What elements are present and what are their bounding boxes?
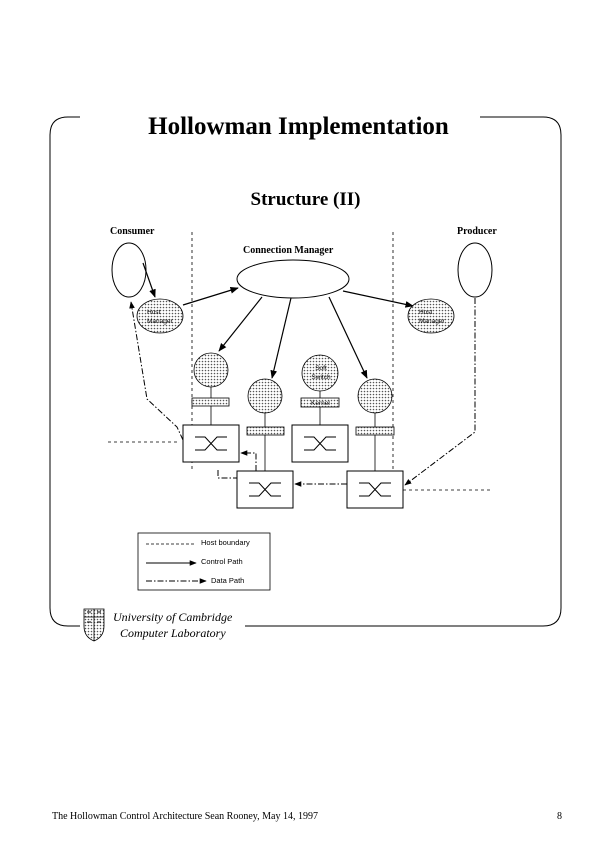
consumer-label: Consumer <box>110 226 155 237</box>
institution-line2: Computer Laboratory <box>120 626 226 640</box>
slide-subtitle: Structure (II) <box>250 189 361 210</box>
host-manager-line1: Host <box>419 309 433 316</box>
legend-data-path: Data Path <box>211 576 245 585</box>
switch-controller-4 <box>357 378 393 414</box>
switch-box-1 <box>182 424 240 463</box>
institution-name: University of Cambridge Computer Laborat… <box>113 609 232 641</box>
soft-switch-line1: Soft <box>315 365 327 372</box>
consumer-node <box>111 242 147 298</box>
connection-manager-label: Connection Manager <box>243 245 334 256</box>
switch-box-soft <box>291 424 349 463</box>
producer-label: Producer <box>457 226 497 237</box>
host-manager-producer-label: Host Manager <box>419 308 445 326</box>
switch-controller-2 <box>247 378 283 414</box>
institution-line1: University of Cambridge <box>113 610 233 624</box>
kernel-label: Kernel <box>311 400 330 407</box>
interface-bar-4 <box>355 426 395 436</box>
host-manager-line1: Host <box>147 309 161 316</box>
university-crest-icon <box>83 608 105 642</box>
host-manager-consumer-label: Host Manager <box>147 308 173 326</box>
producer-node <box>457 242 493 298</box>
legend-control-path: Control Path <box>201 557 243 566</box>
switch-box-2 <box>236 470 294 509</box>
switch-box-4 <box>346 470 404 509</box>
host-manager-line2: Manager <box>419 318 445 325</box>
host-manager-line2: Manager <box>147 318 173 325</box>
control-paths <box>142 262 414 379</box>
interface-bar-1 <box>191 397 230 407</box>
connection-manager-node <box>236 259 350 299</box>
data-paths <box>129 298 476 487</box>
page-number: 8 <box>557 811 562 822</box>
footer-text: The Hollowman Control Architecture Sean … <box>52 811 318 822</box>
slide-frame <box>49 116 562 627</box>
host-manager-producer <box>407 298 455 334</box>
soft-switch-line2: Switch <box>311 374 331 381</box>
interface-bar-2 <box>246 426 285 436</box>
switch-controller-1 <box>193 352 229 388</box>
host-manager-consumer <box>136 298 184 334</box>
legend-host-boundary: Host boundary <box>201 538 250 547</box>
slide-title: Hollowman Implementation <box>148 113 449 140</box>
soft-switch-label: Soft Switch <box>310 364 332 382</box>
